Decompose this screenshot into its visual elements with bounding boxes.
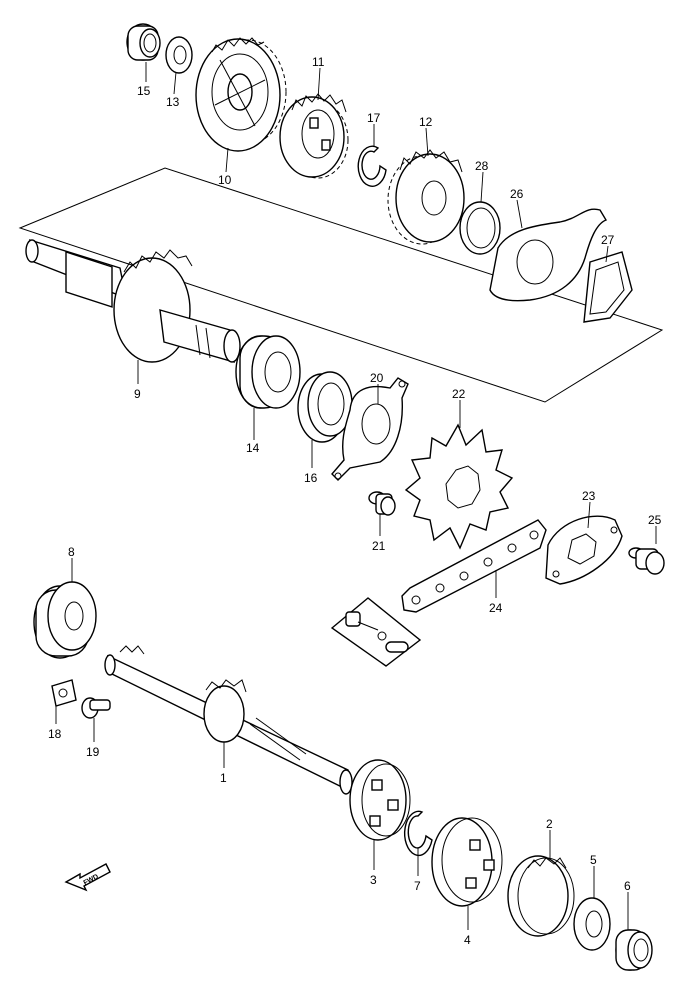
label-part-25: 25 <box>648 513 662 527</box>
part-19-screw <box>81 697 111 719</box>
part-1-mainshaft <box>104 645 353 795</box>
label-part-15: 15 <box>137 84 151 98</box>
label-part-1: 1 <box>220 771 227 785</box>
part-22-sprocket <box>404 423 514 550</box>
part-21-bolt <box>368 491 396 516</box>
label-part-7: 7 <box>414 879 421 893</box>
leader-lines <box>55 62 657 930</box>
part-27-gasket <box>583 251 633 323</box>
part-18-plate <box>51 679 77 707</box>
part-8-spacer <box>33 581 97 659</box>
label-part-18: 18 <box>48 727 62 741</box>
chain-joint-kit <box>330 597 422 667</box>
part-5-washer <box>573 897 611 951</box>
part-15-needle-bearing <box>126 23 161 61</box>
label-part-9: 9 <box>134 387 141 401</box>
part-2-gear <box>507 855 575 937</box>
label-part-10: 10 <box>218 173 232 187</box>
part-28-snap-ring <box>459 201 501 255</box>
label-part-28: 28 <box>475 159 489 173</box>
label-part-11: 11 <box>312 55 325 69</box>
label-part-4: 4 <box>464 933 471 947</box>
part-16-oil-seal <box>297 371 353 443</box>
part-10-large-gear <box>195 37 287 152</box>
label-part-3: 3 <box>370 873 377 887</box>
part-3-gear <box>349 759 411 841</box>
label-part-6: 6 <box>624 879 631 893</box>
label-part-24: 24 <box>489 601 503 615</box>
part-11-gear <box>279 93 349 179</box>
label-part-23: 23 <box>582 489 596 503</box>
part-20-retainer-plate <box>331 377 409 481</box>
label-part-16: 16 <box>304 471 318 485</box>
label-part-26: 26 <box>510 187 524 201</box>
label-part-22: 22 <box>452 387 466 401</box>
label-part-14: 14 <box>246 441 260 455</box>
part-14-bearing <box>235 335 301 409</box>
label-part-2: 2 <box>546 817 553 831</box>
part-13-washer <box>165 36 193 74</box>
part-number-labels: 15 13 10 11 17 12 28 26 27 9 14 16 20 22… <box>48 55 662 947</box>
label-part-17: 17 <box>367 111 381 125</box>
part-9-countershaft <box>25 238 241 363</box>
fwd-arrow-icon: FWD <box>64 863 111 892</box>
part-17-circlip <box>357 145 387 187</box>
part-23-lock-plate <box>545 515 623 585</box>
label-part-13: 13 <box>166 95 180 109</box>
part-6-needle-bearing <box>615 929 653 971</box>
part-26-plate <box>489 208 608 302</box>
label-part-27: 27 <box>601 233 615 247</box>
part-24-drive-chain <box>401 519 547 613</box>
label-part-21: 21 <box>372 539 386 553</box>
part-4-gear <box>431 817 503 907</box>
label-part-8: 8 <box>68 545 75 559</box>
label-part-12: 12 <box>419 115 433 129</box>
label-part-20: 20 <box>370 371 384 385</box>
countershaft-group-outline <box>18 167 664 403</box>
part-7-circlip <box>403 810 433 857</box>
label-part-5: 5 <box>590 853 597 867</box>
label-part-19: 19 <box>86 745 100 759</box>
part-25-bolt <box>628 547 665 575</box>
part-12-gear <box>387 149 465 245</box>
